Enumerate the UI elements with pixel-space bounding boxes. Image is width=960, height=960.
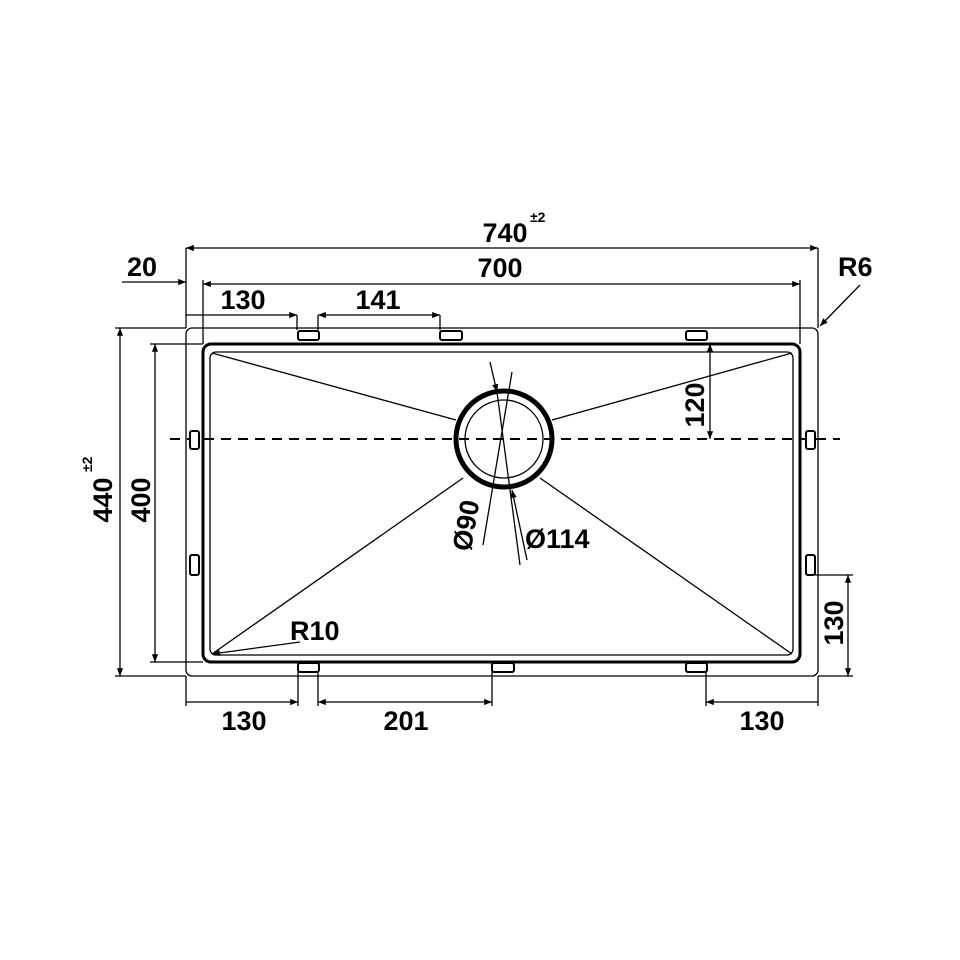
dim-130-bottom-left: 130	[221, 706, 266, 736]
dim-440-tol: ±2	[79, 456, 95, 472]
label-dia-114: Ø114	[525, 524, 590, 554]
dim-700: 700	[477, 253, 522, 283]
dim-201: 201	[383, 706, 428, 736]
drain-outer	[453, 388, 555, 490]
dim-130-bottom-right: 130	[739, 706, 784, 736]
label-dia-90: Ø90	[447, 498, 485, 553]
dim-740-tol: ±2	[530, 209, 546, 225]
dim-740: 740	[482, 218, 527, 248]
dim-130-right: 130	[819, 600, 849, 645]
dim-141: 141	[355, 285, 400, 315]
dim-20: 20	[127, 252, 157, 282]
outer-flange	[185, 327, 819, 677]
bowl-bottom	[209, 351, 794, 656]
bottom-slope-lines	[211, 352, 793, 655]
label-r6: R6	[838, 252, 873, 282]
mounting-clips	[189, 330, 816, 673]
dim-130-top: 130	[220, 285, 265, 315]
dim-400: 400	[126, 477, 156, 522]
label-r10: R10	[290, 616, 340, 646]
dim-120: 120	[680, 382, 710, 427]
dim-440: 440	[88, 477, 118, 522]
dimension-lines	[115, 244, 861, 706]
